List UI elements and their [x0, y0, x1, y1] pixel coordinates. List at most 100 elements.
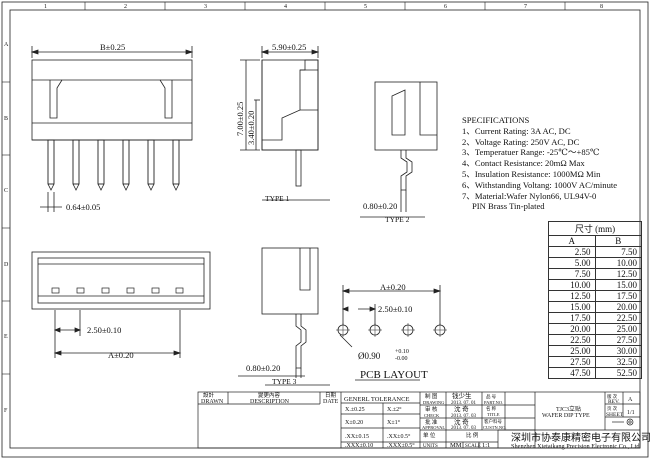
- dim-a: 25.00: [548, 345, 596, 357]
- dim-b: 17.50: [594, 290, 642, 302]
- sheet-cn: 页 次: [607, 405, 618, 412]
- company-en: Shenzhen Xietaikang Precision Electronic…: [511, 443, 640, 450]
- pcb-layout: [336, 285, 447, 381]
- side-height2-dim: 3.40±0.20: [246, 111, 256, 145]
- tol-angle-1: X±1°: [387, 419, 401, 426]
- role-approval: APPROVAL: [422, 425, 445, 430]
- border-ticks: [2, 2, 566, 375]
- pcb-tol-plus: +0.10: [395, 349, 409, 355]
- dim-b: 22.50: [594, 312, 642, 324]
- general-tolerance: GENERL TOLERANCE: [344, 396, 409, 403]
- front-view: [30, 46, 194, 212]
- dim-b: 52.50: [594, 367, 642, 379]
- spec-line-2: 2、Voltage Rating: 250V AC, DC: [462, 136, 580, 147]
- dim-b: 20.00: [594, 301, 642, 313]
- rev-cn: 版 次: [607, 393, 618, 400]
- tol-angle-3: .XXX±0.5°: [387, 442, 415, 449]
- svg-text:6: 6: [444, 4, 447, 10]
- cust-cn: 客户料号: [484, 418, 502, 425]
- dim-a: 20.00: [548, 323, 596, 335]
- date-label: DATE: [323, 399, 339, 405]
- type1-view: [240, 46, 330, 201]
- pcb-layout-title: PCB LAYOUT: [360, 369, 428, 381]
- bottom-pitch-dim: 2.50±0.10: [87, 325, 121, 335]
- dim-b: 25.00: [594, 323, 642, 335]
- dim-a: 12.50: [548, 290, 596, 302]
- units-value: MM: [450, 442, 462, 449]
- type3-view: [238, 247, 330, 386]
- type2-pitch-dim: 0.80±0.20: [363, 201, 397, 211]
- svg-text:E: E: [4, 334, 8, 340]
- dim-a: 10.00: [548, 279, 596, 291]
- role-check: CHECK: [424, 413, 440, 418]
- desc-cn: 變更內容: [258, 391, 281, 399]
- svg-text:7: 7: [524, 4, 527, 10]
- bottom-view: [31, 251, 211, 358]
- drawer-name: 钱少生: [452, 391, 472, 400]
- title-value: WAFER DIP TYPE: [542, 413, 590, 419]
- dim-b: 7.50: [594, 246, 642, 258]
- sheet-value: 1/1: [627, 410, 635, 416]
- type2-label: TYPE 2: [385, 215, 410, 224]
- spec-line-7: 7、Material:Wafer Nylon66, UL94V-0: [462, 190, 597, 201]
- pcb-hole-dia: Ø0.90: [358, 351, 381, 361]
- dim-a: 15.00: [548, 301, 596, 313]
- dim-col-b: B: [594, 235, 642, 247]
- role-drawing: DRAWING: [423, 400, 445, 405]
- svg-text:5: 5: [364, 4, 367, 10]
- desc-label: DESCRIPTION: [250, 399, 290, 405]
- spec-line-7b: PIN Brass Tin-plated: [472, 201, 545, 212]
- dim-table-title: 尺寸 (mm): [548, 221, 642, 236]
- pin-width-dim: 0.64±0.05: [66, 202, 100, 212]
- dim-b: 15.00: [594, 279, 642, 291]
- type2-view: [360, 81, 438, 218]
- svg-text:F: F: [4, 408, 8, 414]
- dim-a: 2.50: [548, 246, 596, 258]
- specs-heading: SPECIFICATIONS: [462, 115, 530, 125]
- dim-a: 7.50: [548, 268, 596, 280]
- units-cn: 单 位: [423, 431, 436, 439]
- bottom-width-dim: A±0.20: [108, 350, 134, 360]
- scale-label: SCALE: [465, 444, 481, 449]
- spec-line-1: 1、Current Rating: 3A AC, DC: [462, 125, 571, 136]
- approval-date: 2013. 07. 03: [451, 426, 477, 431]
- svg-text:C: C: [4, 188, 8, 194]
- role-drawing-cn: 制 图: [425, 392, 438, 400]
- border-labels: 1 2 3 4 5 6 7 8 A B C D E F: [4, 4, 603, 414]
- cust-label: CUSTN.NO.: [483, 425, 507, 430]
- dim-b: 27.50: [594, 334, 642, 346]
- tol-angle-2: .XX±0.5°: [387, 433, 411, 440]
- spec-line-4: 4、Contact Resistance: 20mΩ Max: [462, 158, 585, 169]
- tol-linear-0: X.±0.25: [345, 407, 365, 413]
- part-label: PART.NO.: [484, 400, 503, 405]
- scale-cn: 比 例: [466, 431, 479, 439]
- date-cn: 日期: [325, 392, 337, 399]
- dim-a: 5.00: [548, 257, 596, 269]
- dim-a: 27.50: [548, 356, 596, 368]
- svg-text:4: 4: [284, 4, 287, 10]
- title-value-cn: TJC3立贴: [556, 405, 581, 413]
- checker-name: 沈 奇: [454, 404, 469, 413]
- side-width-dim: 5.90±0.25: [272, 42, 306, 52]
- dim-a: 17.50: [548, 312, 596, 324]
- scale-value: 1:1: [482, 442, 490, 449]
- svg-text:D: D: [4, 262, 9, 268]
- spec-line-5: 5、Insulation Resistance: 1000MΩ Min: [462, 168, 601, 179]
- svg-text:B: B: [4, 116, 8, 122]
- sheet-label: SHEET: [606, 412, 624, 418]
- part-cn: 品 号: [486, 394, 497, 400]
- units-label: UNITS: [423, 444, 438, 449]
- title-cn: 名 称: [486, 405, 497, 412]
- drawn-label: DRAWN: [201, 399, 224, 405]
- side-height1-dim: 7.00±0.25: [235, 102, 245, 136]
- dim-a: 47.50: [548, 367, 596, 379]
- spec-line-6: 6、Withstanding Voltang: 1000V AC/minute: [462, 179, 618, 190]
- dim-col-a: A: [548, 235, 596, 247]
- spec-line-3: 3、Temperatuer Range: -25℃～+85℃: [462, 147, 600, 158]
